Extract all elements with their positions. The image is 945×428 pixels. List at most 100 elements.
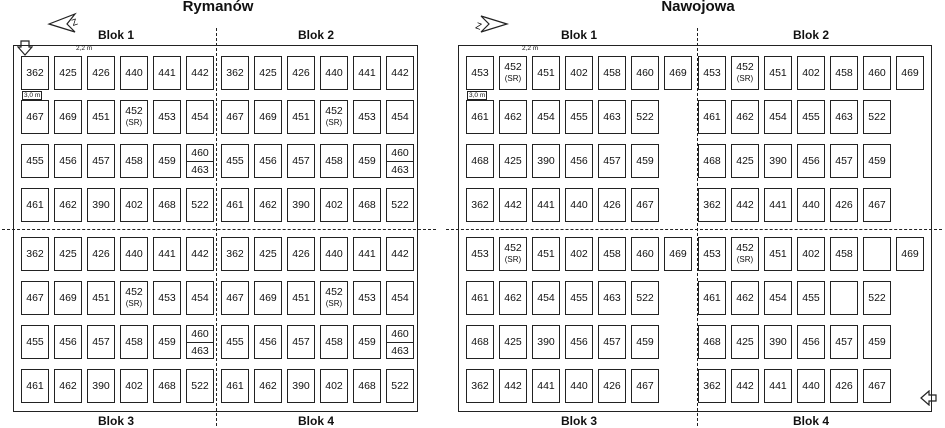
plot-cell: 460 — [631, 56, 659, 90]
plot-cell: 455 — [797, 281, 825, 315]
plot-number: 460 — [387, 326, 413, 343]
plot-cell: 458 — [830, 56, 858, 90]
plot-cell: 467 — [863, 188, 891, 222]
plot-cell: 442 — [499, 369, 527, 403]
plot-cell: 456 — [254, 325, 282, 359]
plot-cell: 461 — [21, 369, 49, 403]
plot-number: 463 — [191, 345, 209, 357]
plot-cell: 426 — [598, 369, 626, 403]
north-arrow-icon: Z — [474, 15, 509, 33]
plot-cell: 440 — [565, 369, 593, 403]
plot-cell: 402 — [120, 188, 148, 222]
plot-note: (SR) — [325, 299, 343, 308]
plot-cell: 455 — [565, 281, 593, 315]
plot-cell: 467 — [631, 188, 659, 222]
plot-cell: 390 — [764, 325, 792, 359]
plot-cell: 462 — [54, 188, 82, 222]
plot-cell: 454 — [532, 100, 560, 134]
entrance-arrow-icon — [17, 40, 33, 56]
plot-cell: 390 — [532, 325, 560, 359]
plot-note: (SR) — [504, 74, 522, 83]
plot-cell: 469 — [896, 237, 924, 271]
plot-cell: 362 — [21, 56, 49, 90]
plot-cell: 452(SR) — [499, 56, 527, 90]
block-label: Blok 2 — [793, 28, 830, 42]
plot-cell: 463 — [598, 100, 626, 134]
plot-cell: 390 — [764, 144, 792, 178]
plot-cell: 456 — [54, 144, 82, 178]
plot-cell: 468 — [466, 144, 494, 178]
plot-cell: 468 — [153, 188, 181, 222]
plot-cell: 460 — [863, 56, 891, 90]
plot-cell: 453 — [466, 237, 494, 271]
plot-cell: 362 — [466, 188, 494, 222]
plot-cell: 462 — [499, 100, 527, 134]
plot-cell: 522 — [186, 188, 214, 222]
plot-cell: 461 — [21, 188, 49, 222]
plot-cell: 462 — [731, 281, 759, 315]
plot-cell: 458 — [120, 325, 148, 359]
plot-number: 452 — [504, 242, 522, 254]
plot-cell: 456 — [565, 325, 593, 359]
block-label: Blok 1 — [561, 28, 598, 42]
plot-cell: 469 — [54, 281, 82, 315]
plot-cell: 390 — [87, 369, 115, 403]
plot-cell: 459 — [153, 325, 181, 359]
plot-cell: 462 — [54, 369, 82, 403]
plot-cell: 457 — [87, 144, 115, 178]
plot-cell: 461 — [698, 100, 726, 134]
plot-cell: 459 — [863, 325, 891, 359]
divider-vertical — [697, 28, 698, 426]
plot-cell: 462 — [499, 281, 527, 315]
plot-cell: 453 — [153, 281, 181, 315]
plot-cell: 468 — [698, 325, 726, 359]
plot-cell: 458 — [320, 144, 348, 178]
plot-cell: 463 — [598, 281, 626, 315]
plot-cell: 425 — [254, 237, 282, 271]
plot-cell: 390 — [87, 188, 115, 222]
plot-cell: 469 — [54, 100, 82, 134]
plot-cell: 459 — [631, 325, 659, 359]
plot-cell: 440 — [565, 188, 593, 222]
plot-cell: 469 — [254, 100, 282, 134]
plot-cell: 522 — [631, 100, 659, 134]
plot-cell: 425 — [731, 325, 759, 359]
plot-cell: 362 — [221, 56, 249, 90]
plot-cell: 468 — [353, 369, 381, 403]
plot-cell: 458 — [120, 144, 148, 178]
plot-cell: 456 — [797, 144, 825, 178]
plot-cell: 440 — [797, 369, 825, 403]
plot-cell: 402 — [797, 237, 825, 271]
plot-cell: 451 — [764, 237, 792, 271]
site-title-rymanow: Rymanów — [182, 0, 254, 15]
plot-cell: 458 — [830, 237, 858, 271]
plot-number: 460 — [387, 145, 413, 162]
plot-note: (SR) — [736, 74, 754, 83]
plot-cell: 458 — [598, 56, 626, 90]
plot-cell: 362 — [698, 369, 726, 403]
plot-cell: 441 — [353, 56, 381, 90]
plot-cell: 425 — [731, 144, 759, 178]
plot-number: 463 — [191, 164, 209, 176]
plot-cell: 461 — [221, 369, 249, 403]
plot-cell: 469 — [254, 281, 282, 315]
block-label: Blok 3 — [98, 414, 135, 428]
plot-cell: 402 — [320, 188, 348, 222]
plot-cell: 425 — [499, 144, 527, 178]
plot-cell: 453 — [466, 56, 494, 90]
plot-cell: 468 — [466, 325, 494, 359]
plot-cell: 454 — [386, 281, 414, 315]
plot-cell — [830, 281, 858, 315]
plot-cell: 402 — [565, 237, 593, 271]
block-label: Blok 4 — [298, 414, 335, 428]
plot-cell: 456 — [565, 144, 593, 178]
plot-cell: 390 — [287, 369, 315, 403]
plot-cell: 460 — [631, 237, 659, 271]
plot-cell: 452(SR) — [731, 56, 759, 90]
plot-cell: 467 — [631, 369, 659, 403]
plot-cell: 468 — [698, 144, 726, 178]
plot-cell: 469 — [896, 56, 924, 90]
plot-cell: 459 — [631, 144, 659, 178]
